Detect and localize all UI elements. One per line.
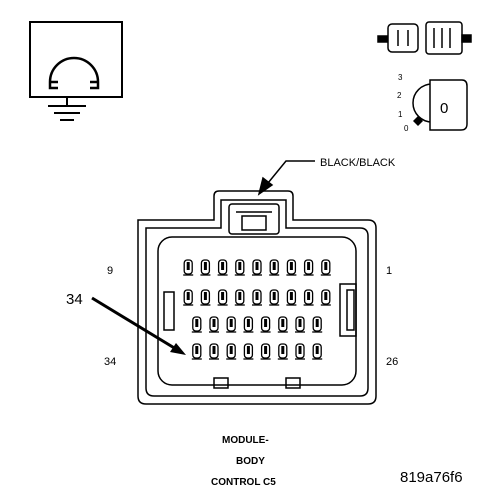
ignition-position-label: 1: [398, 110, 403, 119]
terminal-cavity: [191, 343, 202, 360]
terminal-cavity: [269, 289, 280, 306]
terminal-cavity: [217, 289, 228, 306]
pin-callout-arrow: [91, 296, 186, 355]
pin-label-bottom-left: 34: [104, 356, 116, 368]
ignition-position-label: 2: [397, 91, 402, 100]
terminal-cavities: [183, 259, 331, 360]
terminal-cavity: [209, 316, 219, 333]
figure-code: 819a76f6: [400, 469, 463, 486]
caption-line-1: MODULE-: [222, 435, 269, 446]
color-leader: [257, 160, 315, 196]
caption-line-3: CONTROL C5: [211, 477, 276, 488]
terminal-cavity: [243, 343, 254, 360]
pin-label-top-left: 9: [107, 265, 113, 277]
terminal-cavity: [260, 316, 271, 333]
terminal-cavity: [320, 259, 331, 276]
terminal-cavity: [260, 343, 271, 360]
ignition-position-label: 0: [404, 124, 409, 133]
terminal-cavity: [286, 289, 297, 306]
ignition-switch-icon: 0 3 2 1 0: [397, 73, 468, 133]
terminal-cavity: [303, 259, 314, 276]
pin-label-bottom-right: 26: [386, 356, 398, 368]
terminal-cavity: [269, 259, 280, 276]
connector-color-label: BLACK/BLACK: [320, 157, 396, 169]
terminal-cavity: [183, 289, 194, 306]
terminal-cavity: [312, 343, 323, 360]
terminal-cavity: [277, 343, 288, 360]
terminal-cavity: [191, 316, 202, 333]
pin-callout-label: 34: [66, 291, 83, 308]
connector-symbol-icon: [377, 21, 472, 55]
terminal-cavity: [303, 289, 314, 306]
terminal-cavity: [295, 316, 305, 333]
terminal-cavity: [252, 289, 262, 306]
terminal-cavity: [217, 259, 228, 276]
terminal-cavity: [226, 343, 237, 360]
terminal-cavity: [183, 259, 194, 276]
terminal-cavity: [286, 259, 297, 276]
ohmmeter-ground-icon: [29, 21, 123, 121]
terminal-cavity: [277, 316, 288, 333]
terminal-cavity: [295, 343, 305, 360]
terminal-cavity: [209, 343, 219, 360]
terminal-cavity: [243, 316, 254, 333]
terminal-cavity: [234, 259, 245, 276]
terminal-cavity: [320, 289, 331, 306]
terminal-cavity: [200, 289, 211, 306]
pin-label-top-right: 1: [386, 265, 392, 277]
terminal-cavity: [252, 259, 262, 276]
caption-line-2: BODY: [236, 456, 265, 467]
ignition-key-label: 0: [440, 100, 448, 117]
terminal-cavity: [312, 316, 323, 333]
terminal-cavity: [226, 316, 237, 333]
terminal-cavity: [234, 289, 245, 306]
connector-housing: [137, 190, 377, 405]
ignition-position-label: 3: [398, 73, 403, 82]
terminal-cavity: [200, 259, 211, 276]
